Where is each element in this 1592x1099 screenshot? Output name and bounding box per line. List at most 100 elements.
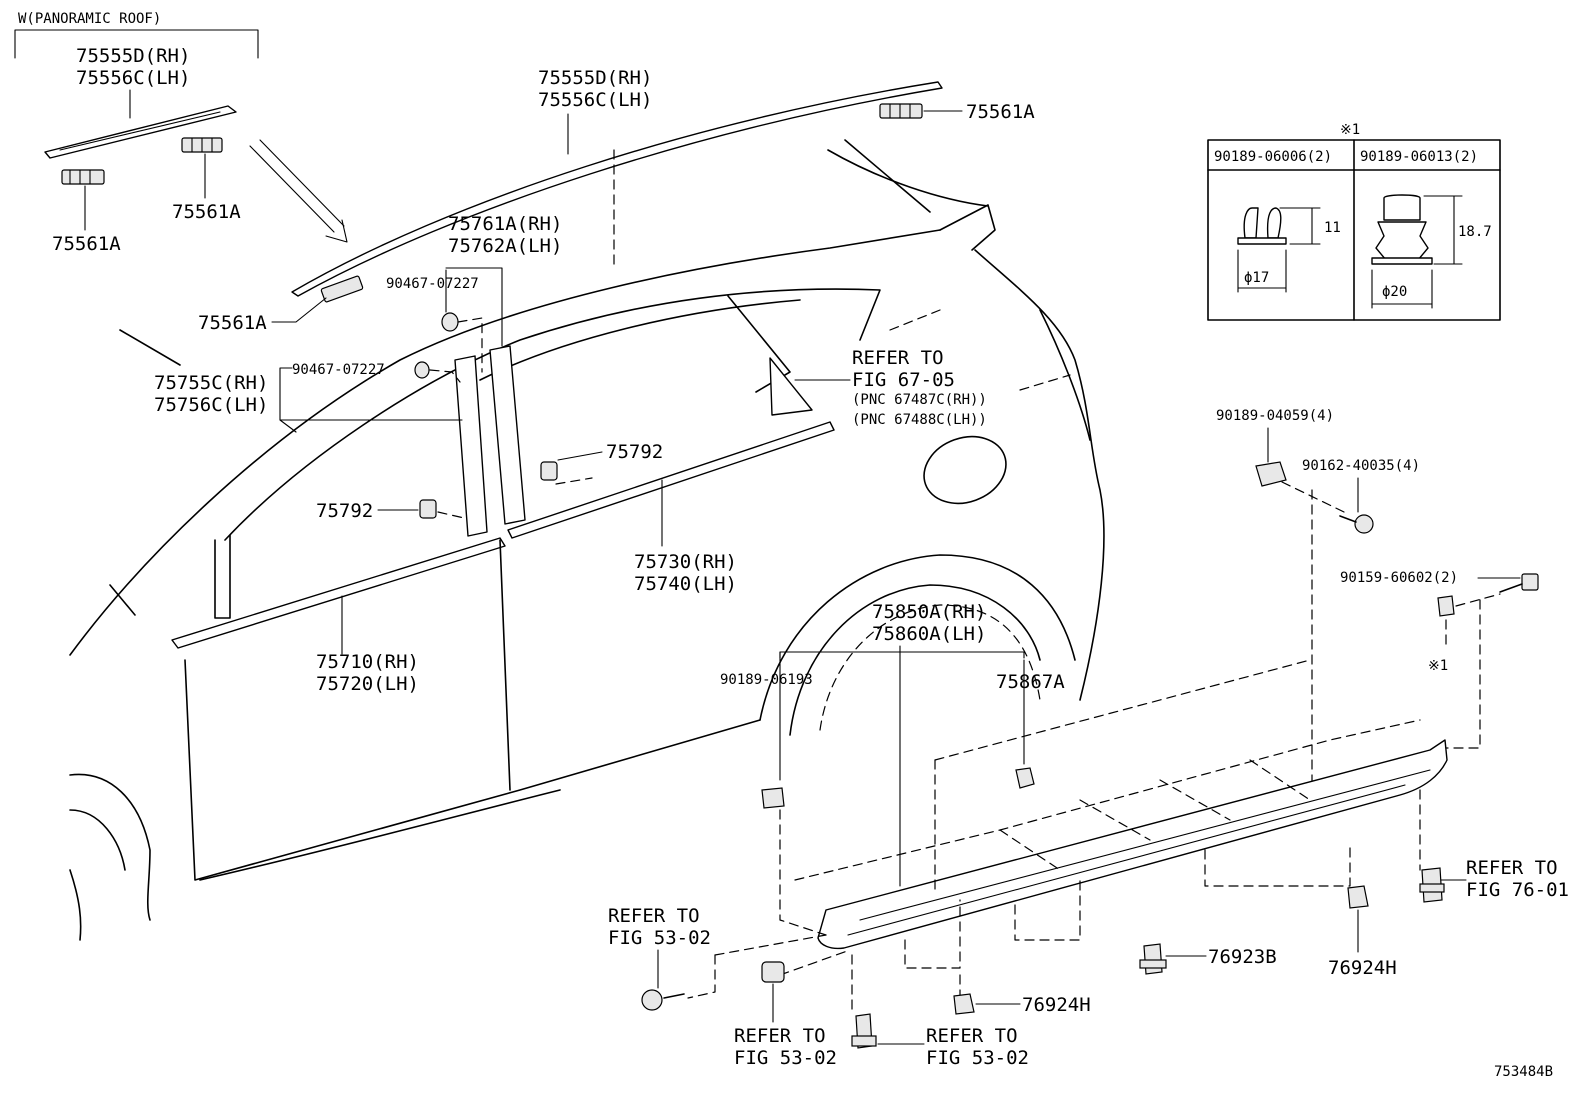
label-roof-clip-front[interactable]: 75561A — [198, 312, 267, 334]
bolt-90159-part[interactable] — [1499, 573, 1539, 593]
refer-76-part[interactable] — [1419, 867, 1445, 903]
label-refer-53-c-line2[interactable]: FIG 53-02 — [926, 1047, 1029, 1069]
fuel-door — [923, 435, 1007, 505]
bolt-drop — [1445, 599, 1481, 749]
clip-90189-06013-drawing — [1371, 194, 1463, 309]
label-belt-front-lh[interactable]: 75720(LH) — [316, 673, 419, 695]
roof-clip-rear-part[interactable] — [879, 103, 923, 119]
label-note-mark[interactable]: ※1 — [1428, 658, 1448, 674]
label-pano-clip-left[interactable]: 75561A — [52, 233, 121, 255]
label-clip-90189-06193[interactable]: 90189-06193 — [720, 672, 813, 688]
label-clip-75867a[interactable]: 75867A — [996, 671, 1065, 693]
refer-53-b-part[interactable] — [761, 961, 785, 983]
label-rocker-lh[interactable]: 75860A(LH) — [872, 623, 986, 645]
label-refer-53-a-line2[interactable]: FIG 53-02 — [608, 927, 711, 949]
rocker-panel[interactable] — [817, 739, 1448, 950]
clip-90189-06193-part[interactable] — [761, 787, 785, 809]
leader-front-pillar-tail — [279, 419, 297, 433]
label-nut-lower[interactable]: 90467-07227 — [292, 362, 385, 378]
rocker-top-line — [199, 789, 561, 881]
a-pillar-strip — [214, 534, 231, 619]
label-front-pillar-lh[interactable]: 75756C(LH) — [154, 394, 268, 416]
clip-90189-04059-part[interactable] — [1255, 461, 1287, 487]
mount-front-c — [779, 949, 851, 976]
label-refer-76-line2[interactable]: FIG 76-01 — [1466, 879, 1569, 901]
label-pano-clip-right[interactable]: 75561A — [172, 201, 241, 223]
inset-col1-diameter[interactable]: ϕ17 — [1244, 270, 1269, 286]
belt-labels: 75730(RH) 75740(LH) 75710(RH) 75720(LH) … — [316, 309, 1071, 695]
refer-53-c-part[interactable] — [851, 1013, 877, 1049]
label-screw-90162[interactable]: 90162-40035(4) — [1302, 458, 1420, 474]
inset-col2-height[interactable]: 18.7 — [1458, 224, 1492, 240]
quarter-window-triangle[interactable] — [769, 357, 813, 416]
label-refer-53-a-line1[interactable]: REFER TO — [608, 905, 700, 927]
inset-col2-diameter[interactable]: ϕ20 — [1382, 284, 1407, 300]
roof-clip-front-part[interactable] — [320, 275, 364, 303]
front-wheel-arch — [69, 773, 151, 921]
label-belt-rear-rh[interactable]: 75730(RH) — [634, 551, 737, 573]
label-refer-76-line1[interactable]: REFER TO — [1466, 857, 1558, 879]
inset-col2-header[interactable]: 90189-06013(2) — [1360, 149, 1478, 165]
belt-molding-front[interactable] — [171, 537, 506, 649]
rear-glass-line — [844, 139, 931, 213]
refer-53-a-part[interactable] — [641, 989, 685, 1011]
label-refer-53-b-line1[interactable]: REFER TO — [734, 1025, 826, 1047]
nut-upper-part[interactable] — [441, 312, 459, 332]
clip-75792-right-part[interactable] — [540, 461, 558, 481]
bolt-path — [1455, 593, 1501, 607]
clip-76924h-right-part[interactable] — [1347, 885, 1369, 909]
pano-roof-molding-edge — [59, 111, 221, 151]
label-pano-roof-lh[interactable]: 75556C(LH) — [76, 67, 190, 89]
label-belt-rear-lh[interactable]: 75740(LH) — [634, 573, 737, 595]
label-refer-53-b-line2[interactable]: FIG 53-02 — [734, 1047, 837, 1069]
label-76924h-right[interactable]: 76924H — [1328, 957, 1397, 979]
label-pillar-lh[interactable]: 75762A(LH) — [448, 235, 562, 257]
label-refer-67-line1[interactable]: REFER TO — [852, 347, 944, 369]
clip-76923b-part[interactable] — [1139, 943, 1167, 975]
nut-lower-path — [429, 369, 461, 383]
label-refer-53-c-line1[interactable]: REFER TO — [926, 1025, 1018, 1047]
label-nut-upper[interactable]: 90467-07227 — [386, 276, 479, 292]
rear-wheel-arch — [759, 554, 1076, 721]
nut-upper-path — [457, 317, 483, 373]
rocker-panel-crease — [859, 769, 1431, 921]
mount-line-top — [934, 659, 1311, 761]
label-rocker-rh[interactable]: 75850A(RH) — [872, 601, 986, 623]
side-glass-upper — [224, 288, 881, 541]
label-76923b[interactable]: 76923B — [1208, 946, 1277, 968]
label-75792-left[interactable]: 75792 — [316, 500, 373, 522]
label-pnc-lh[interactable]: (PNC 67488C(LH)) — [852, 412, 987, 428]
figure-id: 753484B — [1494, 1064, 1553, 1080]
label-clip-90189-04059[interactable]: 90189-04059(4) — [1216, 408, 1334, 424]
pano-clip-part-left[interactable] — [61, 169, 105, 185]
nut-lower-part[interactable] — [414, 361, 430, 379]
screw-90162-part[interactable] — [1339, 514, 1374, 534]
label-front-pillar-rh[interactable]: 75755C(RH) — [154, 372, 268, 394]
label-pano-roof-rh[interactable]: 75555D(RH) — [76, 45, 190, 67]
roof-molding[interactable] — [291, 81, 943, 297]
label-76924h-bottom[interactable]: 76924H — [1022, 994, 1091, 1016]
c-pillar-crease — [1039, 309, 1091, 441]
clip-75792-left-part[interactable] — [419, 499, 437, 519]
label-roof-rh[interactable]: 75555D(RH) — [538, 67, 652, 89]
label-roof-lh[interactable]: 75556C(LH) — [538, 89, 652, 111]
vehicle-body — [69, 81, 1105, 941]
label-belt-front-rh[interactable]: 75710(RH) — [316, 651, 419, 673]
belt-molding-rear[interactable] — [507, 421, 835, 539]
inset-clip-callout-part[interactable] — [1437, 595, 1455, 617]
inset-col1-header[interactable]: 90189-06006(2) — [1214, 149, 1332, 165]
label-bolt-90159[interactable]: 90159-60602(2) — [1340, 570, 1458, 586]
clip-76924h-bottom-part[interactable] — [953, 993, 975, 1015]
label-pnc-rh[interactable]: (PNC 67487C(RH)) — [852, 392, 987, 408]
label-roof-clip-rear[interactable]: 75561A — [966, 101, 1035, 123]
front-pillar-molding[interactable] — [454, 355, 488, 537]
rocker-panel-group: 75850A(RH) 75860A(LH) 90189-06193 75867A — [687, 601, 1448, 1011]
label-pillar-rh[interactable]: 75761A(RH) — [448, 213, 562, 235]
inset-col1-height[interactable]: 11 — [1324, 220, 1341, 236]
label-refer-67-line2[interactable]: FIG 67-05 — [852, 369, 955, 391]
center-pillar-molding[interactable] — [489, 345, 526, 525]
clip-75867a-part[interactable] — [1015, 767, 1035, 789]
label-75792-right[interactable]: 75792 — [606, 441, 663, 463]
pano-clip-part-right[interactable] — [181, 137, 223, 153]
